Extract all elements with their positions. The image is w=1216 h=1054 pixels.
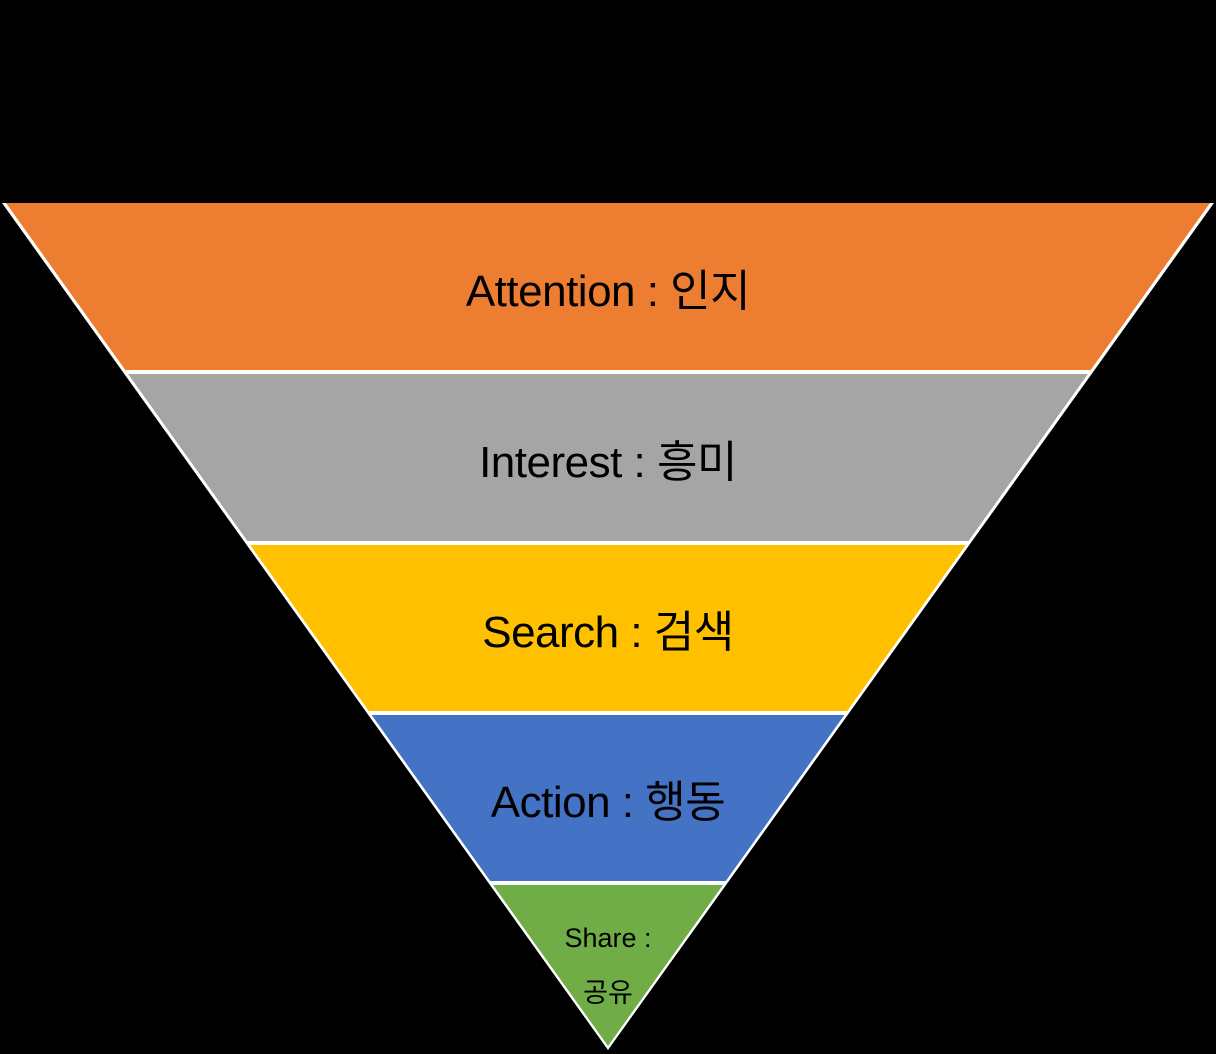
funnel-label-action: Action : 행동 [490,778,726,827]
funnel-label-attention: Attention : 인지 [465,266,751,316]
funnel-label-interest: Interest : 흥미 [479,437,737,487]
funnel-label-search: Search : 검색 [482,608,734,657]
funnel-label-share-line2: 공유 [583,977,633,1008]
funnel-label-share-line1: Share : [564,922,652,953]
funnel-label-share: Share : 공유 [0,885,1216,1046]
